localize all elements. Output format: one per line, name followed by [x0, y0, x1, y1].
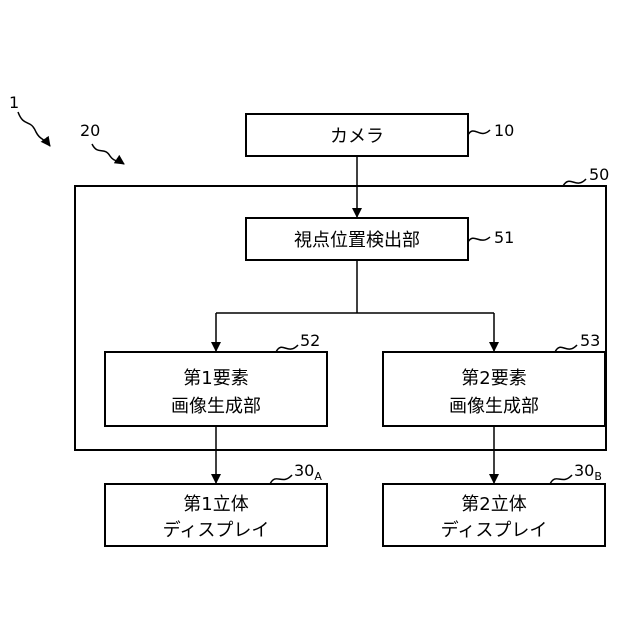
disp2-ref-main: 30	[574, 461, 594, 480]
disp1-label-line2: ディスプレイ	[163, 520, 270, 541]
gen1-ref-leader	[276, 345, 298, 352]
camera-block: カメラ	[246, 114, 468, 156]
controller-ref-leader	[563, 179, 586, 186]
camera-label: カメラ	[330, 126, 384, 147]
group-ref-label: 20	[80, 121, 100, 140]
gen2-label-line2: 画像生成部	[449, 396, 539, 417]
gen1-label-line2: 画像生成部	[171, 396, 261, 417]
detector-block: 視点位置検出部	[246, 218, 468, 260]
gen1-block: 第1要素 画像生成部	[105, 352, 327, 426]
disp1-label-line1: 第1立体	[183, 494, 248, 515]
disp2-ref-leader	[550, 475, 572, 484]
disp2-label-line1: 第2立体	[461, 494, 526, 515]
system-ref-arrow	[18, 112, 50, 146]
gen2-block: 第2要素 画像生成部	[383, 352, 605, 426]
disp1-ref-main: 30	[294, 461, 314, 480]
detector-ref-label: 51	[494, 228, 514, 247]
gen2-ref-leader	[555, 345, 577, 352]
camera-ref-label: 10	[494, 121, 514, 140]
disp2-label-line2: ディスプレイ	[441, 520, 548, 541]
disp2-ref-label: 30B	[574, 461, 602, 483]
disp1-ref-leader	[270, 475, 292, 484]
detector-label: 視点位置検出部	[294, 230, 420, 251]
group-ref-arrow	[92, 144, 124, 164]
gen2-label-line1: 第2要素	[461, 368, 526, 389]
disp2-ref-subscript: B	[594, 470, 602, 483]
disp1-ref-label: 30A	[294, 461, 322, 483]
disp2-block: 第2立体 ディスプレイ	[383, 484, 605, 546]
gen2-ref-label: 53	[580, 331, 600, 350]
disp1-block: 第1立体 ディスプレイ	[105, 484, 327, 546]
controller-ref-label: 50	[589, 165, 609, 184]
detector-ref-leader	[468, 237, 490, 242]
system-ref-label: 1	[9, 93, 19, 112]
gen1-label-line1: 第1要素	[183, 368, 248, 389]
camera-ref-leader	[468, 130, 490, 135]
disp1-ref-subscript: A	[314, 470, 322, 483]
gen1-ref-label: 52	[300, 331, 320, 350]
